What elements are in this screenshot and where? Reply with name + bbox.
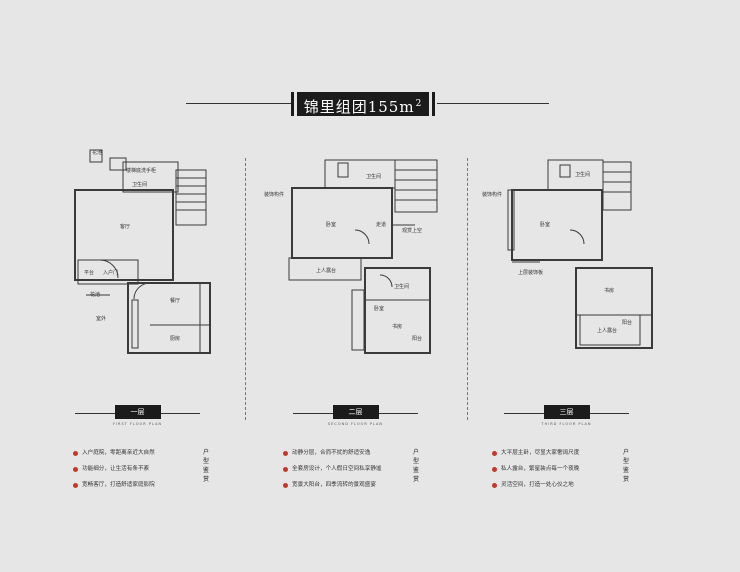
house-type-tag-3: 户 型 鉴 赏 <box>622 448 630 484</box>
f3-label-terrace: 上人露台 <box>597 328 618 334</box>
f2-label-bathroom1: 卫生间 <box>366 174 382 180</box>
floor-tag-3: 三层 THIRD FLOOR PLAN <box>504 405 629 426</box>
tag-char: 型 <box>622 458 629 465</box>
column-divider-1 <box>245 158 246 420</box>
floor-tag-title: 一层 <box>114 405 161 419</box>
f3-label-balcony: 阳台 <box>622 320 633 326</box>
floor-tag-subtitle: SECOND FLOOR PLAN <box>327 422 384 426</box>
f1-label-flowerbed-top: 花池 <box>92 150 103 156</box>
feature-item: 入户庭院，零距离亲近大自然 <box>82 450 155 456</box>
floor-tag-title: 三层 <box>543 405 590 419</box>
f2-label-bedroom1: 卧室 <box>326 222 337 228</box>
feature-dot <box>283 483 288 488</box>
feature-dot <box>283 467 288 472</box>
feature-dot <box>73 483 78 488</box>
tag-char: 鉴 <box>622 467 629 474</box>
tag-char: 户 <box>622 449 629 456</box>
f3-label-bedroom: 卧室 <box>540 222 551 228</box>
page-title-text: 锦里组团155m <box>303 98 415 116</box>
tag-char: 赏 <box>622 476 629 483</box>
title-line-right <box>437 103 549 104</box>
tag-char: 型 <box>202 458 209 465</box>
house-type-tag-2: 户 型 鉴 赏 <box>412 448 420 484</box>
f2-label-balcony: 阳台 <box>412 336 423 342</box>
tag-char: 鉴 <box>412 467 419 474</box>
feature-item: 宽景大阳台，四季流转的景观盛宴 <box>292 482 376 488</box>
feature-dot <box>73 451 78 456</box>
feature-item: 全套房设计，个人假日空间私享静谧 <box>292 466 382 472</box>
f1-label-entry-door: 入户门 <box>103 270 119 276</box>
feature-item: 宽畅客厅，打造舒适家庭影院 <box>82 482 155 488</box>
house-type-tag-1: 户 型 鉴 赏 <box>202 448 210 484</box>
f3-label-bathroom: 卫生间 <box>575 172 591 178</box>
title-line-left <box>186 103 292 104</box>
f3-label-upper-deco: 上层装饰板 <box>518 270 544 276</box>
f1-label-outdoor: 室外 <box>96 316 107 322</box>
f1-label-kitchen: 厨房 <box>170 336 181 342</box>
feature-item: 私人露台，繁星装点每一个夜晚 <box>501 466 580 472</box>
f2-label-void: 观赏上空 <box>402 228 423 234</box>
page-title: 锦里组团155m2 <box>297 92 429 116</box>
title-edge-left <box>291 92 294 116</box>
column-divider-2 <box>467 158 468 420</box>
f2-label-corridor: 走道 <box>376 222 387 228</box>
floor-tag-subtitle: FIRST FLOOR PLAN <box>113 422 162 426</box>
f2-label-bedroom2: 卧室 <box>374 306 385 312</box>
f3-label-study: 书房 <box>604 288 615 294</box>
tag-char: 型 <box>412 458 419 465</box>
f1-label-dining: 餐厅 <box>170 298 181 304</box>
feature-item: 大平层主卧，尽显大家奢阔尺度 <box>501 450 580 456</box>
tag-char: 户 <box>412 449 419 456</box>
f3-label-deco: 装饰构件 <box>482 192 503 198</box>
feature-dot <box>283 451 288 456</box>
floor-tag-title: 二层 <box>332 405 379 419</box>
floor-3-walls <box>507 159 653 349</box>
title-edge-right <box>432 92 435 116</box>
f2-label-terrace: 上人露台 <box>316 268 337 274</box>
floor-tag-1: 一层 FIRST FLOOR PLAN <box>75 405 200 426</box>
page-title-sup: 2 <box>415 99 423 109</box>
f2-label-study: 书房 <box>392 324 403 330</box>
feature-dot <box>492 451 497 456</box>
floor-tag-subtitle: THIRD FLOOR PLAN <box>541 422 592 426</box>
feature-item: 灵活空间，打造一处心仪之地 <box>501 482 574 488</box>
tag-char: 户 <box>202 449 209 456</box>
feature-dot <box>73 467 78 472</box>
f1-label-bathroom: 卫生间 <box>132 182 148 188</box>
f2-label-deco: 装饰构件 <box>264 192 285 198</box>
feature-dot <box>492 467 497 472</box>
feature-item: 功能细分，让生活有条不紊 <box>82 466 150 472</box>
f2-label-bathroom2: 卫生间 <box>394 284 410 290</box>
feature-item: 动静分层，合而不扰的舒适安逸 <box>292 450 371 456</box>
floor-2-walls <box>288 159 438 354</box>
tag-char: 赏 <box>202 476 209 483</box>
floor-tag-2: 二层 SECOND FLOOR PLAN <box>293 405 418 426</box>
floor-1-walls <box>74 149 211 354</box>
tag-char: 赏 <box>412 476 419 483</box>
feature-dot <box>492 483 497 488</box>
f1-label-living: 客厅 <box>120 224 131 230</box>
f1-label-stair-cabinet: 楼梯底洗手柜 <box>126 168 157 174</box>
tag-char: 鉴 <box>202 467 209 474</box>
f1-label-flowerbed: 花池 <box>90 292 101 298</box>
f1-label-platform: 平台 <box>84 270 95 276</box>
